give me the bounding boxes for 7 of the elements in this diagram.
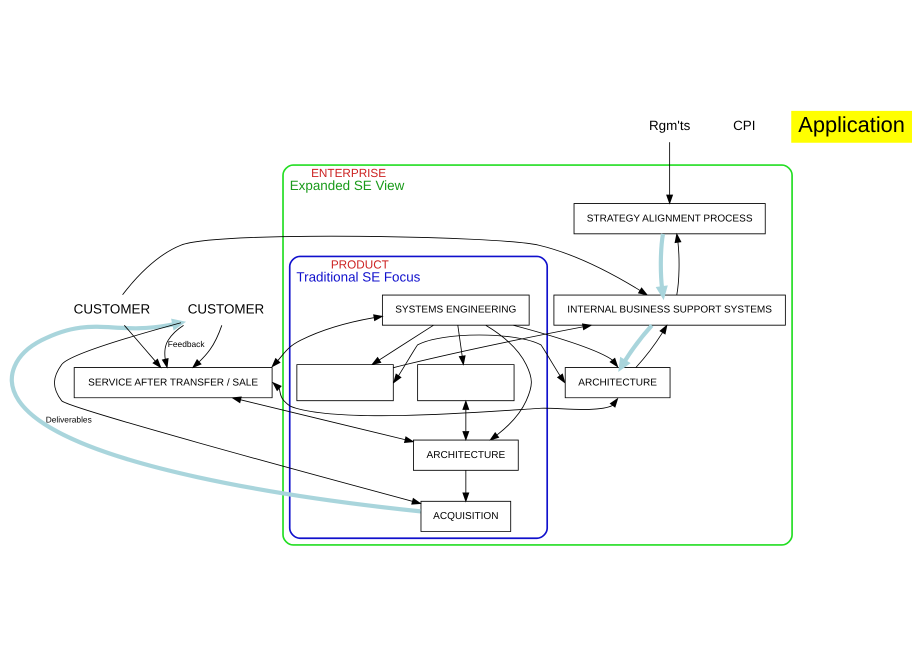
node-text: CUSTOMER [188,301,264,316]
edge-label: Deliverables [46,414,92,424]
label: Application [798,112,905,138]
edge-label: Feedback [168,339,205,350]
node-text: CUSTOMER [74,301,150,316]
node-text: Rgm'ts [648,118,690,134]
label: CPI [733,118,756,134]
